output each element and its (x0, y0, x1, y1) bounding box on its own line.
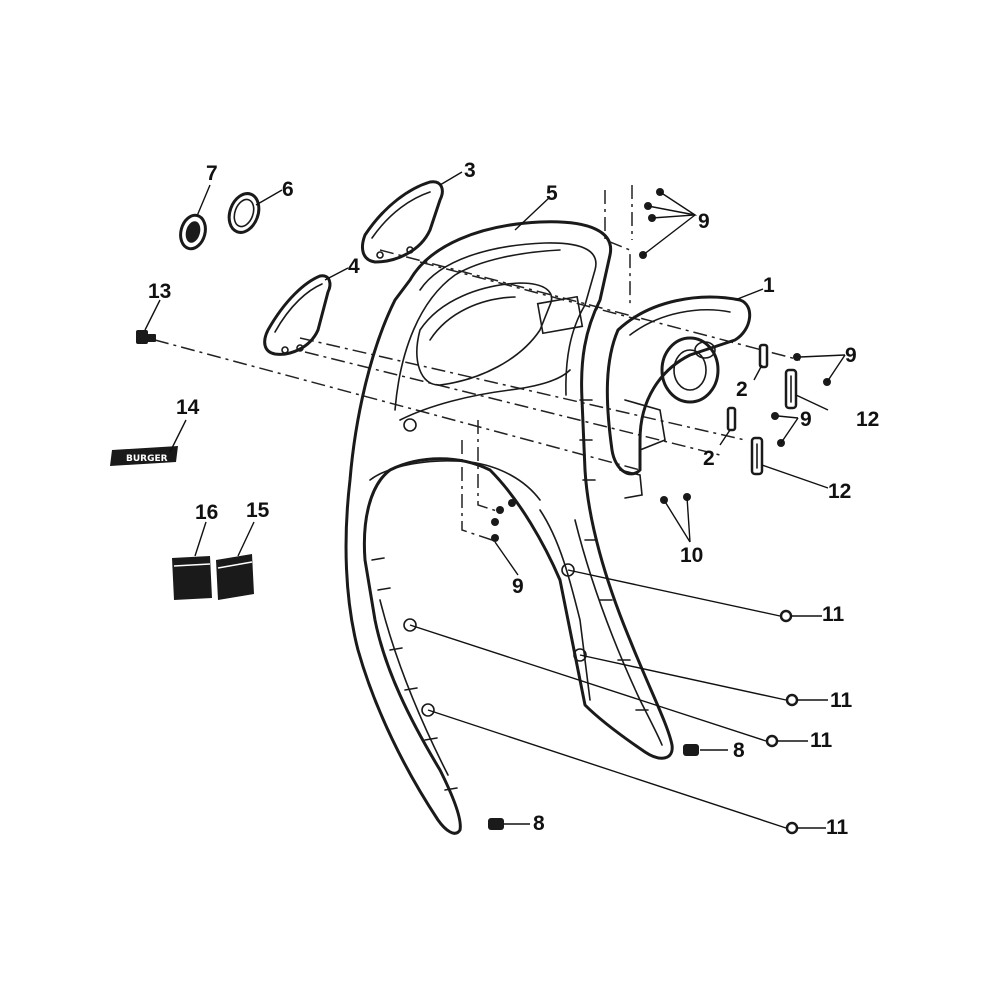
emblem-ring-part-6 (227, 192, 261, 234)
callout-11-second: 11 (830, 689, 853, 712)
nuts-and-grommets (488, 609, 799, 835)
callout-13: 13 (148, 280, 171, 303)
bolt-part-13 (136, 330, 156, 344)
callout-7: 7 (206, 162, 218, 185)
reflector-part-16 (172, 556, 212, 600)
badge-lettering: BURGER (126, 454, 168, 464)
callout-12-upper: 12 (856, 408, 879, 431)
callout-10: 10 (680, 544, 703, 567)
callout-8-bottom: 8 (533, 812, 545, 835)
upper-trim-part-3 (361, 180, 444, 264)
reflector-part-15 (216, 554, 254, 600)
front-cover-part-5 (344, 220, 674, 835)
callout-14: 14 (176, 396, 200, 419)
callout-11-third: 11 (810, 729, 833, 752)
callout-9-right-lower: 9 (800, 408, 812, 431)
callout-1: 1 (763, 274, 775, 297)
callout-8-right: 8 (733, 739, 745, 762)
callout-4: 4 (348, 255, 360, 278)
callout-11-first: 11 (822, 603, 845, 626)
callout-12-lower: 12 (828, 480, 851, 503)
leader-lines (144, 171, 846, 829)
callout-9-right-upper: 9 (845, 344, 857, 367)
callout-2-upper: 2 (736, 378, 748, 401)
callout-labels: 1 2 2 3 4 5 6 7 8 8 9 9 9 9 10 11 11 11 … (148, 159, 879, 839)
callout-16: 16 (195, 501, 218, 524)
callout-3: 3 (464, 159, 476, 182)
callout-2-lower: 2 (703, 447, 715, 470)
callout-5: 5 (546, 182, 558, 205)
name-badge-part-14: BURGER (110, 446, 178, 466)
callout-6: 6 (282, 178, 294, 201)
clips-and-brackets (726, 343, 798, 476)
callout-15: 15 (246, 499, 270, 522)
callout-9-center: 9 (512, 575, 524, 598)
emblem-badge-part-7 (179, 213, 207, 251)
callout-9-top: 9 (698, 210, 710, 233)
assembly-axis-lines (154, 185, 801, 541)
side-trim-part-4 (263, 274, 332, 356)
headlight-assembly (605, 295, 751, 499)
callout-11-fourth: 11 (826, 816, 849, 839)
